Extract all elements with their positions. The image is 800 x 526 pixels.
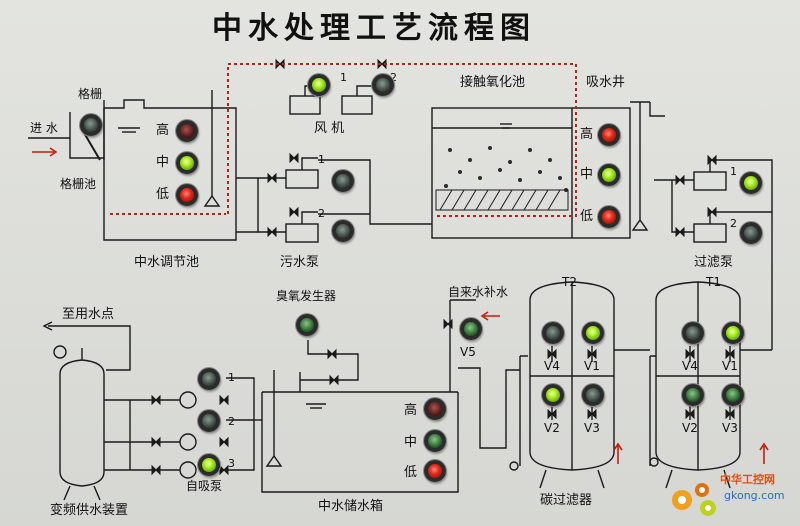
storage-high-lamp <box>424 398 446 420</box>
t1-label: T1 <box>706 275 721 289</box>
t1-v4-label: V4 <box>682 359 698 373</box>
storage-low-label: 低 <box>404 465 418 480</box>
sewage-pump-1-number: 1 <box>318 153 325 166</box>
to-use-point-label: 至用水点 <box>62 307 115 322</box>
self-prime-2-number: 2 <box>228 415 235 428</box>
v5-label: V5 <box>460 345 476 359</box>
ozone-lamp <box>296 314 318 336</box>
t1-v1-lamp <box>722 322 744 344</box>
adjust-low-lamp <box>176 184 198 206</box>
self-prime-1-number: 1 <box>228 371 235 384</box>
storage-mid-label: 中 <box>404 435 418 450</box>
fan-2-number: 2 <box>390 71 397 84</box>
t2-v2-lamp <box>542 384 564 406</box>
storage-low-lamp <box>424 460 446 482</box>
fan-1-lamp <box>308 74 330 96</box>
self-prime-3-lamp <box>198 454 220 476</box>
page-title: 中水处理工艺流程图 <box>212 11 536 46</box>
self-prime-pump-label: 自吸泵 <box>186 479 223 493</box>
t2-label: T2 <box>562 275 577 289</box>
t2-v2-label: V2 <box>544 421 560 435</box>
filter-pump-1-lamp <box>740 172 762 194</box>
filter-pump-2-lamp <box>740 222 762 244</box>
adjust-pool-label: 中水调节池 <box>134 255 200 270</box>
adjust-mid-label: 中 <box>156 155 170 170</box>
carbon-filter-label: 碳过滤器 <box>540 493 593 508</box>
sewage-pump-2-number: 2 <box>318 207 325 220</box>
t2-v1-label: V1 <box>584 359 600 373</box>
sewage-pump-1-lamp <box>332 170 354 192</box>
grille-pool-label: 格栅池 <box>60 177 97 191</box>
t2-v4-lamp <box>542 322 564 344</box>
fan-2-lamp <box>372 74 394 96</box>
inlet-lamp <box>80 114 102 136</box>
self-prime-3-number: 3 <box>228 457 235 470</box>
adjust-mid-lamp <box>176 152 198 174</box>
suction-well-label: 吸水井 <box>586 75 626 90</box>
filter-pump-1-number: 1 <box>730 165 737 178</box>
t2-v3-label: V3 <box>584 421 600 435</box>
t1-v4-lamp <box>682 322 704 344</box>
t1-v1-label: V1 <box>722 359 738 373</box>
well-mid-label: 中 <box>580 167 594 182</box>
filter-pump-label: 过滤泵 <box>694 255 734 270</box>
adjust-low-label: 低 <box>156 187 170 202</box>
filter-pump-2-number: 2 <box>730 217 737 230</box>
well-low-lamp <box>598 206 620 228</box>
grille-label: 格栅 <box>78 87 103 101</box>
t2-v4-label: V4 <box>544 359 560 373</box>
self-prime-1-lamp <box>198 368 220 390</box>
tap-water-label: 自来水补水 <box>448 285 509 299</box>
storage-tank-label: 中水储水箱 <box>318 499 384 514</box>
t1-v2-label: V2 <box>682 421 698 435</box>
well-high-lamp <box>598 124 620 146</box>
well-mid-lamp <box>598 164 620 186</box>
adjust-high-lamp <box>176 120 198 142</box>
t2-v1-lamp <box>582 322 604 344</box>
t1-v2-lamp <box>682 384 704 406</box>
ozone-generator-label: 臭氧发生器 <box>276 289 337 303</box>
adjust-high-label: 高 <box>156 123 170 138</box>
watermark-text: 中华工控网 <box>720 473 775 486</box>
inlet-label: 进 水 <box>30 121 58 135</box>
vfd-label: 变频供水装置 <box>50 503 129 518</box>
well-high-label: 高 <box>580 127 594 142</box>
v5-lamp <box>460 318 482 340</box>
watermark-url: gkong.com <box>724 489 785 502</box>
sewage-pump-2-lamp <box>332 220 354 242</box>
t2-v3-lamp <box>582 384 604 406</box>
well-low-label: 低 <box>580 209 594 224</box>
contact-pool-label: 接触氧化池 <box>460 75 526 90</box>
fan-1-number: 1 <box>340 71 347 84</box>
storage-mid-lamp <box>424 430 446 452</box>
storage-high-label: 高 <box>404 403 418 418</box>
sewage-pump-label: 污水泵 <box>280 255 320 270</box>
self-prime-2-lamp <box>198 410 220 432</box>
t1-v3-lamp <box>722 384 744 406</box>
fan-label: 风 机 <box>314 121 345 136</box>
t1-v3-label: V3 <box>722 421 738 435</box>
gkong-logo <box>672 483 716 516</box>
